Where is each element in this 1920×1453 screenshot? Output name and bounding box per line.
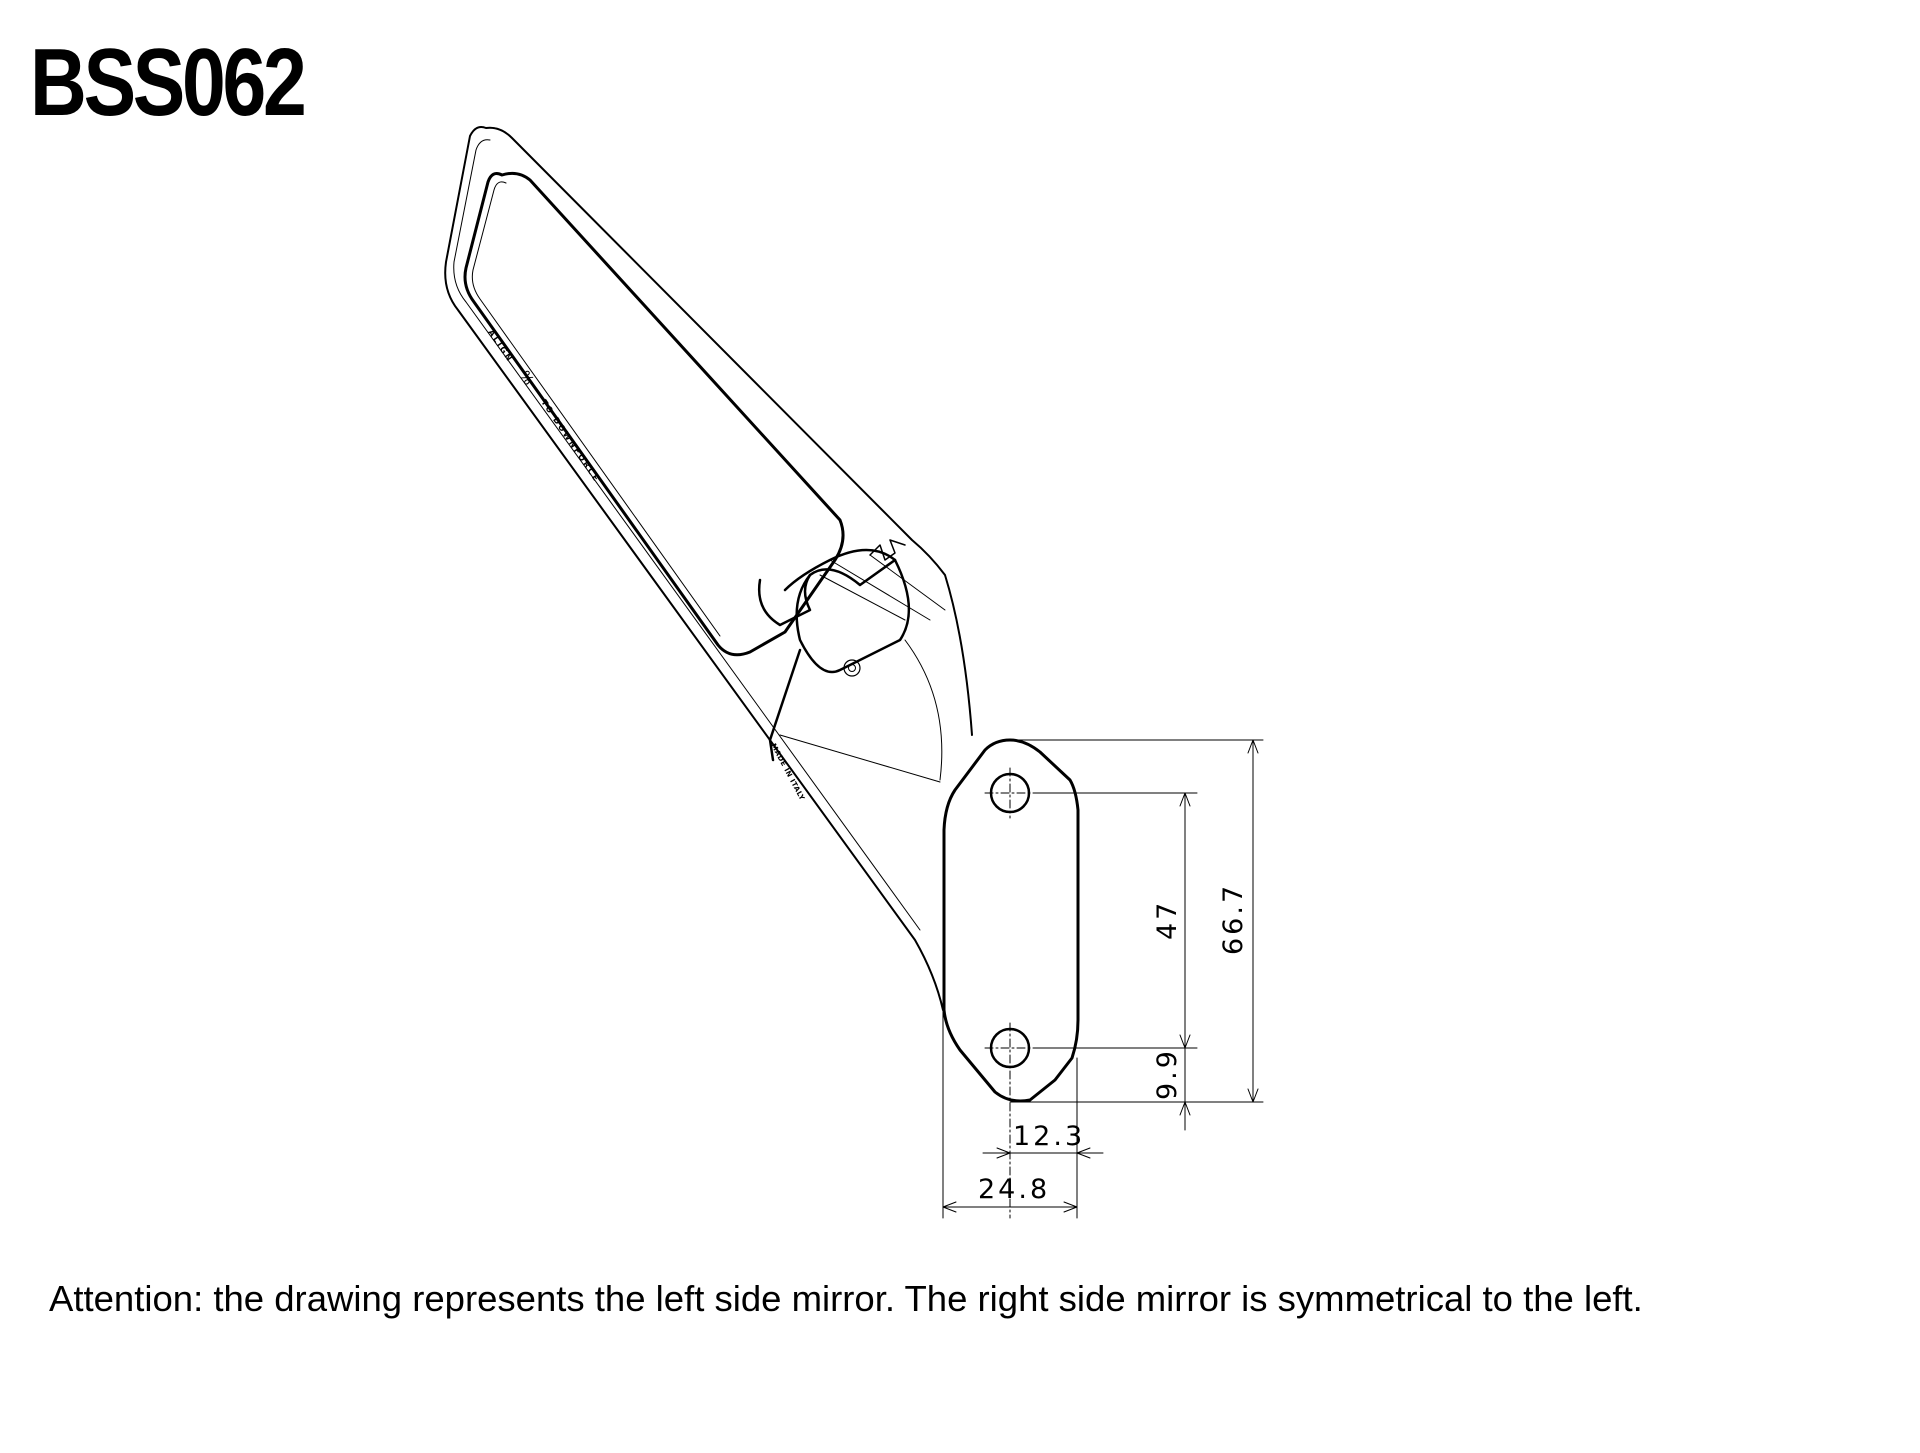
dimension-plate-width: 24.8 [978, 1174, 1050, 1205]
mirror-glass-outline [463, 171, 845, 657]
dimension-lines [942, 739, 1264, 1219]
dimension-overall-height: 66.7 [1218, 883, 1249, 955]
engraving-made-in-italy: MADE IN ITALY [769, 742, 806, 802]
mirror-outer-outline-inner [453, 139, 921, 931]
product-code-title: BSS062 [30, 29, 307, 136]
mirror-outer-outline [444, 126, 973, 1011]
dimension-hole-spacing: 47 [1152, 900, 1183, 940]
hinge-screw-icon [843, 659, 861, 677]
mounting-plate-outline [942, 738, 1080, 1103]
engraving-to-downforce: TO DOWNFORCE [539, 398, 601, 484]
dimension-hole-to-bottom: 9.9 [1152, 1048, 1183, 1100]
attention-note: Attention: the drawing represents the le… [49, 1278, 1643, 1319]
dimension-hole-to-edge: 12.3 [1013, 1121, 1085, 1152]
hinge-joint [757, 548, 897, 627]
engraving-align: ALIGN [486, 328, 514, 364]
